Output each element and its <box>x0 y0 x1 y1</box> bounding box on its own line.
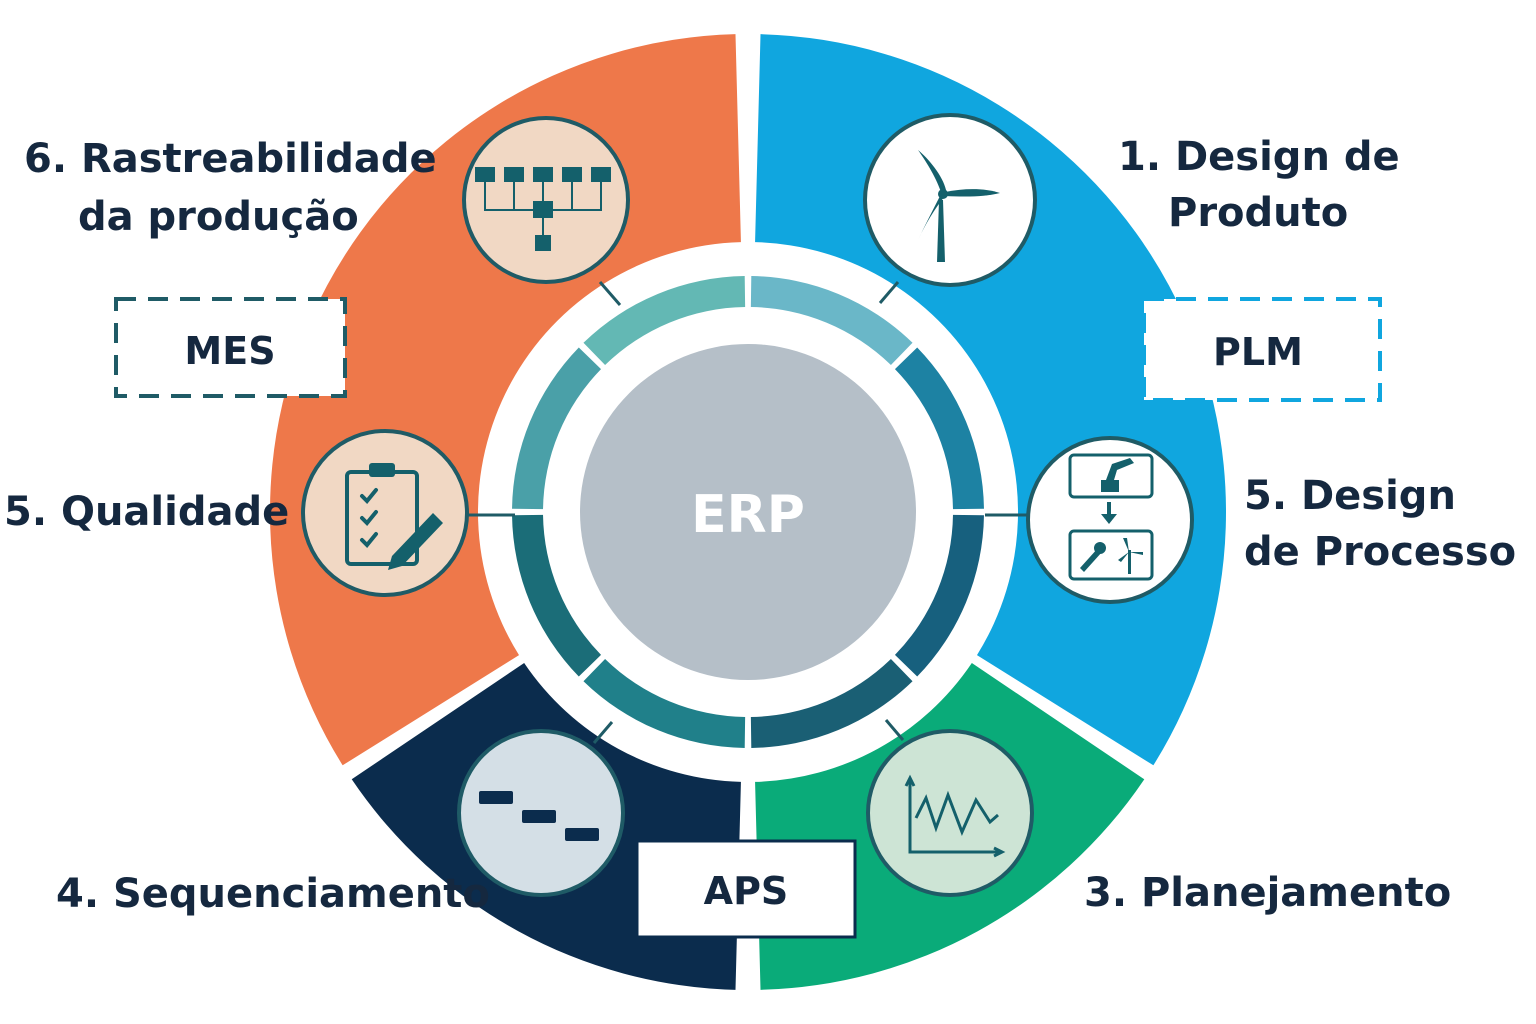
mes-box <box>114 297 347 398</box>
teal-ring-segment <box>750 658 913 748</box>
step5b-label-line2: de Processo <box>1244 529 1516 575</box>
teal-ring-segment <box>583 658 746 748</box>
teal-ring-segment <box>583 276 746 366</box>
clipboard-checklist-icon <box>301 429 469 597</box>
teal-ring-segment <box>894 514 984 677</box>
aps-box <box>635 839 857 939</box>
erp-label: ERP <box>691 485 805 545</box>
step-labels: 1. Design de Produto 5. Design de Proces… <box>4 134 1516 917</box>
step6-label-line1: 6. Rastreabilidade <box>24 136 437 182</box>
teal-ring-segment <box>512 347 602 510</box>
connector-step1 <box>878 281 900 304</box>
step6-label-line2: da produção <box>78 194 359 240</box>
wind-turbine-icon <box>863 113 1037 287</box>
step4-label: 4. Sequenciamento <box>56 871 490 917</box>
plm-box <box>1142 297 1382 402</box>
line-chart-icon <box>866 729 1034 897</box>
system-boxes: MES PLM APS <box>114 297 1382 939</box>
step5a-label: 5. Qualidade <box>4 489 289 535</box>
erp-center-circle <box>580 344 916 680</box>
step1-label-line2: Produto <box>1168 190 1348 236</box>
flowchart-icon <box>462 116 630 284</box>
teal-ring <box>512 276 984 748</box>
teal-ring-segment <box>894 347 984 510</box>
plm-label: PLM <box>1213 330 1303 374</box>
gantt-bars-icon <box>457 729 625 897</box>
connector-step3 <box>884 719 905 741</box>
teal-ring-segment <box>512 514 602 677</box>
step3-label: 3. Planejamento <box>1084 870 1451 916</box>
connector-step6 <box>598 281 622 306</box>
mes-label: MES <box>184 329 275 373</box>
step5b-label-line1: 5. Design <box>1244 473 1456 519</box>
teal-ring-segment <box>750 276 913 366</box>
connector-step4 <box>592 721 614 744</box>
aps-label: APS <box>704 869 789 913</box>
connectors <box>466 281 1030 744</box>
step1-label-line1: 1. Design de <box>1118 134 1400 180</box>
process-design-icon <box>1026 436 1194 604</box>
